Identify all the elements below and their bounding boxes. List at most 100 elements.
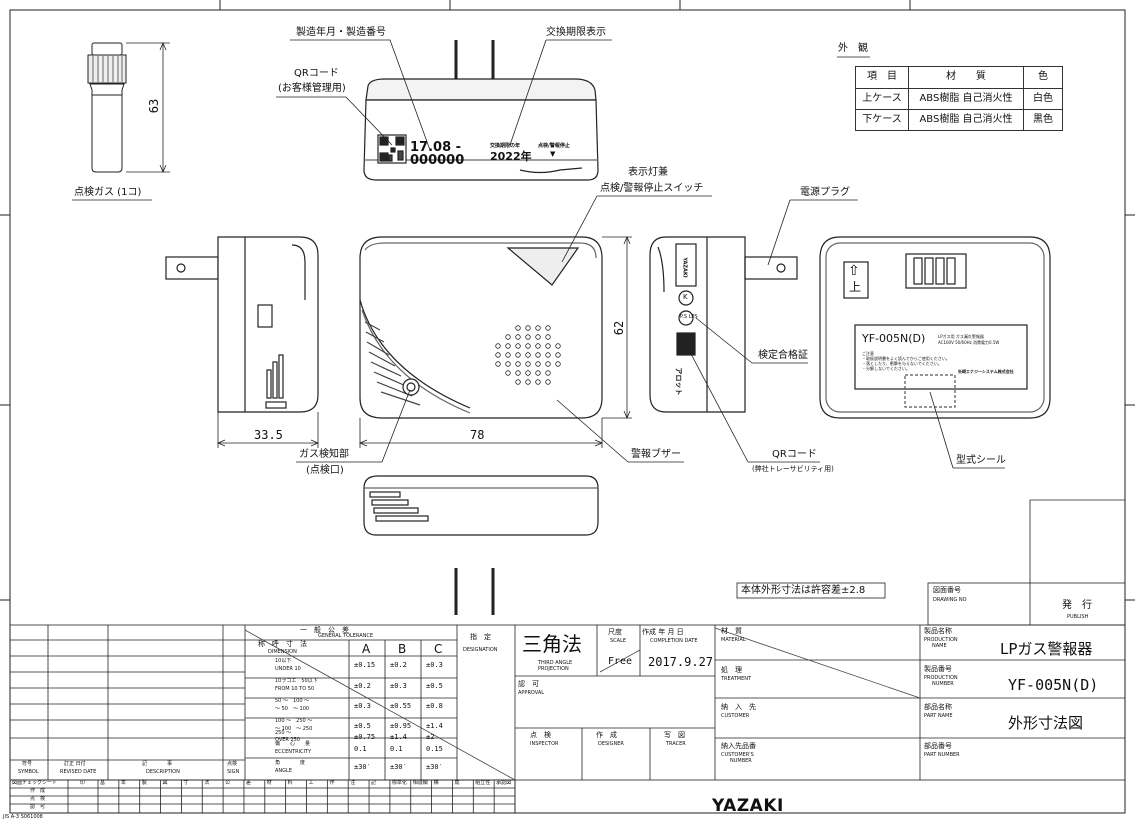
device-serial: 000000 xyxy=(410,153,465,168)
projection-title: 三角法 xyxy=(522,632,582,656)
tol-value-b: ±0.55 xyxy=(390,702,412,710)
buzzer-hole xyxy=(525,361,531,367)
tol-row-label: 250 〜 xyxy=(275,730,292,736)
tol-row-label-en: ECCENTRICITY xyxy=(275,749,312,755)
inspector-en: INSPECTOR xyxy=(530,741,559,747)
tol-col-b: B xyxy=(398,642,407,656)
depth-dim xyxy=(216,412,320,448)
buzzer-hole xyxy=(525,334,531,340)
buzzer-hole xyxy=(555,343,561,349)
product-no-en-1: PRODUCTION xyxy=(924,675,958,681)
device-top-view xyxy=(363,40,599,181)
part-name-label: 部品名称 xyxy=(924,703,952,711)
buzzer-label: 警報ブザー xyxy=(631,449,681,460)
rev-date: 訂正 日付 xyxy=(64,761,86,767)
gas-height-value: 63 xyxy=(147,98,162,114)
tol-row-label: 角 度 xyxy=(275,760,306,766)
treatment-label: 処 理 xyxy=(721,666,742,674)
device-back-view xyxy=(819,236,1051,419)
buzzer-hole xyxy=(545,361,551,367)
buzzer-hole xyxy=(505,352,511,358)
tol-row-label-en: 〜 50 〜 100 xyxy=(275,706,310,712)
label-line-1: LPガス用 ガス漏れ警報器 xyxy=(938,334,984,339)
check-sheet-row: 作 成 xyxy=(30,788,46,794)
tol-value-b: ±30′ xyxy=(390,763,407,771)
expiry-year-label: 交換期限の年 xyxy=(490,143,521,149)
appearance-header: 材 質 xyxy=(908,66,1024,89)
depth-value: 33.5 xyxy=(254,428,283,442)
up-label: 上 xyxy=(849,280,862,294)
qr-customer-label: QRコード xyxy=(294,68,339,79)
buzzer-hole xyxy=(525,370,531,376)
publish-en: PUBLISH xyxy=(1067,614,1089,620)
scale-label: 尺度 xyxy=(608,628,622,636)
product-no-label: 製品番号 xyxy=(924,665,952,673)
title-block xyxy=(9,624,1126,814)
buzzer-hole xyxy=(545,325,551,331)
part-name-en: PART NAME xyxy=(924,713,953,719)
tol-value-a: ±0.2 xyxy=(354,682,371,690)
qr-trace-label: QRコード xyxy=(772,449,817,460)
customer-no-label: 納入先品番 xyxy=(721,742,756,750)
tol-row-label-en: OVER 250 xyxy=(275,737,301,743)
buzzer-hole xyxy=(555,361,561,367)
product-name-en-2: NAME xyxy=(932,643,947,649)
drawing-no-label: 図面番号 xyxy=(933,586,961,594)
rev-sign: 点検 xyxy=(227,761,238,767)
tol-row-label-en: 〜 100 〜 250 xyxy=(275,726,313,732)
check-sheet-col-label: 標準化 xyxy=(391,780,407,786)
switch-label: 点検/警報停止 xyxy=(538,143,570,149)
seal-label: 型式シール xyxy=(956,455,1006,466)
check-sheet-col-label: 構 xyxy=(433,780,439,786)
gas-height-dim xyxy=(126,41,170,174)
buzzer-hole xyxy=(515,379,521,385)
check-sheet-col-label: 作 xyxy=(329,780,335,786)
check-sheet-title: 図面チェックシート xyxy=(12,780,58,786)
buzzer-hole xyxy=(495,343,501,349)
maker-label: 矢崎エナジーシステム株式会社 xyxy=(958,369,1014,374)
jis-code: JIS A-3 S061008 xyxy=(3,814,43,820)
tol-row-label: 100 〜 250 〜 xyxy=(275,718,313,724)
tol-value-a: 0.1 xyxy=(354,745,367,753)
tracer-en: TRACER xyxy=(666,741,686,747)
completion-date: 2017.9.27 xyxy=(648,655,714,669)
device-left-view xyxy=(165,236,319,413)
up-arrow-icon: ⇧ xyxy=(848,263,860,279)
qr-customer-sub: (お客様管理用) xyxy=(278,83,346,94)
label-line-3: ご注意 xyxy=(862,351,874,356)
check-sheet-col-label: 料 xyxy=(287,780,293,786)
buzzer-hole xyxy=(555,352,561,358)
customer-no-en-1: CUSTOMER'S xyxy=(721,752,754,758)
drawing-no-en: DRAWING NO xyxy=(933,597,967,603)
rev-symbol-en: SYMBOL xyxy=(18,769,39,775)
tolerance-note: 本体外形寸法は許容差±2.8 xyxy=(741,585,866,596)
buzzer-hole xyxy=(535,370,541,376)
check-sheet-row: 認 可 xyxy=(30,804,46,810)
plug-label: 電源プラグ xyxy=(800,187,850,198)
check-sheet-col-label: 記 xyxy=(371,780,377,786)
check-sheet-col-label: 法 xyxy=(204,780,210,786)
tol-col-c: C xyxy=(434,642,443,656)
buzzer-hole xyxy=(515,352,521,358)
tol-value-b: ±0.3 xyxy=(390,682,407,690)
tol-value-c: ±2 xyxy=(426,733,435,741)
sensor-label-1: ガス検知部 xyxy=(299,449,349,460)
buzzer-hole xyxy=(505,334,511,340)
indicator-label-2: 点検/警報停止スイッチ xyxy=(600,183,704,194)
side-lps-mark: P.S LPS xyxy=(680,314,698,320)
part-no-label: 部品番号 xyxy=(924,742,952,750)
buzzer-hole xyxy=(515,370,521,376)
check-gas-canister xyxy=(87,42,127,173)
customer-label: 納 入 先 xyxy=(721,703,756,711)
tol-row-label: 50 〜 100 〜 xyxy=(275,698,310,704)
tol-value-a: ±0.5 xyxy=(354,722,371,730)
buzzer-hole xyxy=(545,343,551,349)
tol-value-c: ±30′ xyxy=(426,763,443,771)
buzzer-hole xyxy=(515,325,521,331)
tol-value-c: ±0.3 xyxy=(426,661,443,669)
part-no-en: PART NUMBER xyxy=(924,752,960,758)
buzzer-hole xyxy=(505,361,511,367)
side-cert-mark: K xyxy=(683,293,688,301)
projection-en-1: THIRD ANGLE xyxy=(538,660,573,666)
